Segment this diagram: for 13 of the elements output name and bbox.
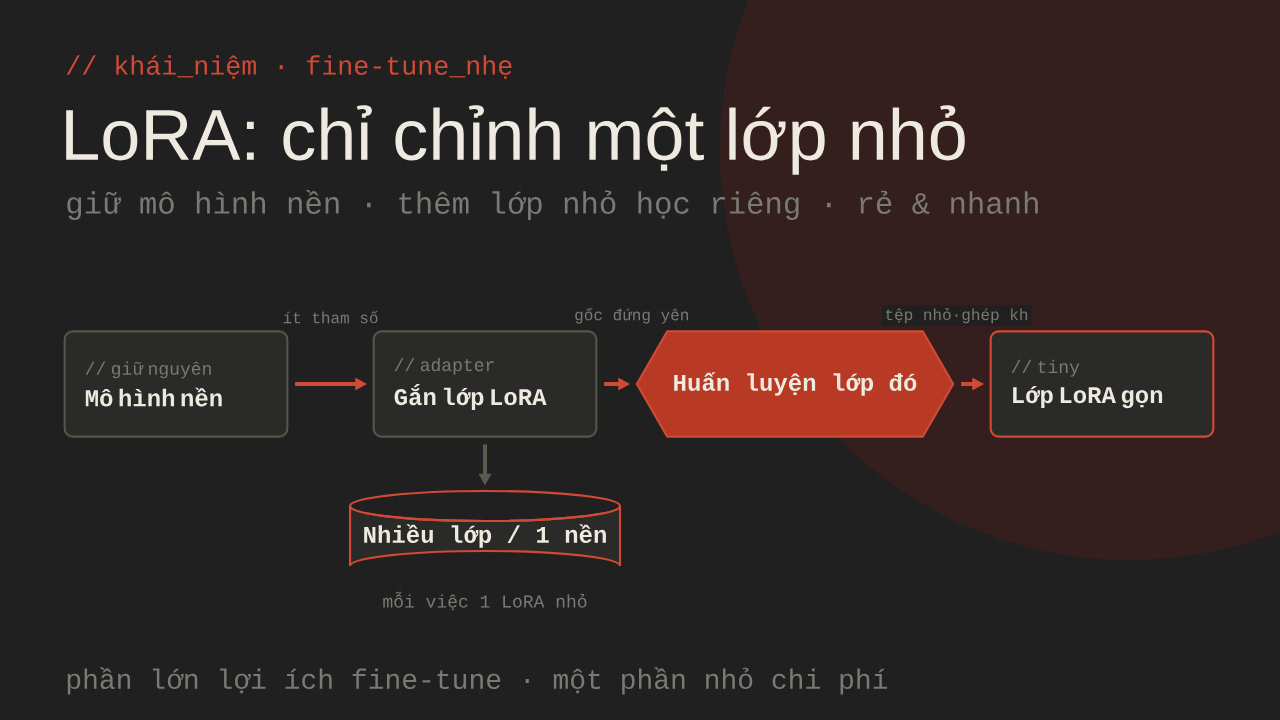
subtitle-text: giữ mô hình nền · thêm lớp nhỏ học riêng · rẻ & nhanh: [67, 190, 1038, 220]
process-box: // adapter Gắn lớp LoRA: [372, 330, 598, 438]
database-cylinder: Nhiều lớp / 1 nền: [348, 489, 622, 568]
process-box: // giữ nguyên Mô hình nền: [63, 330, 289, 438]
edge-label: ít tham số: [279, 308, 382, 326]
process-hexagon: Huấn luyện lớp đó: [635, 330, 955, 438]
title: LoRA: chỉ chỉnh một lớp nhỏ: [66, 105, 965, 175]
kicker-text: // khái_niệm · fine-tune_nhẹ: [66, 55, 512, 79]
edge-label: tệp nhỏ·ghép kh: [881, 305, 1032, 326]
caption-text: mỗi việc 1 LoRA nhỏ: [383, 591, 587, 611]
edge-label: gốc đứng yên: [571, 305, 693, 327]
process-box: // tiny Lớp LoRA gọn: [989, 330, 1215, 438]
footer-text: phần lớn lợi ích fine-tune · một phần nhỏ chi phí: [67, 667, 888, 695]
